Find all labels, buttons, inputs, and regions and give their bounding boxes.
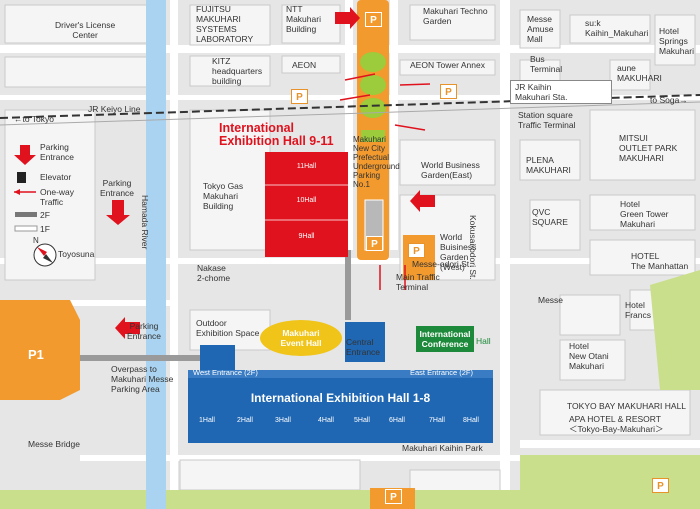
label-parking-entrance-1: Parking Entrance <box>100 178 135 198</box>
hall-2: 2Hall <box>237 417 253 424</box>
parking-icon-park: P <box>652 478 669 493</box>
label-parking-entrance-2: Parking Entrance <box>127 321 162 341</box>
legend-1f: 1F <box>40 224 50 234</box>
hall-1-8-block <box>188 322 493 443</box>
label-amuse-mall: Messe Amuse Mall <box>527 14 554 44</box>
parking-icon-bus: P <box>440 84 457 99</box>
hall-10: 10Hall <box>296 197 317 204</box>
hall-11: 11Hall <box>296 163 317 170</box>
hall-3: 3Hall <box>275 417 291 424</box>
label-francs: Hotel Francs <box>625 300 651 320</box>
label-techno-garden: Makuhari Techno Garden <box>423 6 488 26</box>
hall-1: 1Hall <box>199 417 215 424</box>
label-central-entrance: Central Entrance <box>346 337 381 357</box>
label-manhattan: HOTEL The Manhattan <box>631 251 689 271</box>
label-toyosuna: Toyosuna <box>58 249 95 259</box>
label-wbg-east: World Business Garden(East) <box>421 160 480 180</box>
label-plena: PLENA MAKUHARI <box>526 155 571 175</box>
label-drivers-license: Driver's License Center <box>55 20 116 40</box>
label-kitz: KITZ headquarters building <box>212 56 263 86</box>
label-overpass: Overpass to Makuhari Messe Parking Area <box>111 364 174 394</box>
label-conference-hall: Hall <box>476 336 491 346</box>
label-tokyo-bay-hall: TOKYO BAY MAKUHARI HALL <box>567 401 687 411</box>
hall-8: 8Hall <box>463 417 479 424</box>
label-aeon: AEON <box>292 60 317 70</box>
hall-4: 4Hall <box>318 417 334 424</box>
label-west-entrance: West Entrance (2F) <box>193 368 258 377</box>
p1-area <box>0 300 80 400</box>
label-tokyo-gas: Tokyo Gas Makuhari Building <box>203 181 244 211</box>
label-messe: Messe <box>538 295 564 305</box>
hall-6: 6Hall <box>389 417 405 424</box>
label-wbg-west: World Buisiness Garden (West) <box>440 232 477 272</box>
hamada-river <box>146 0 166 509</box>
label-fujitsu: FUJITSU MAKUHARI SYSTEMS LABORATORY <box>196 4 254 44</box>
label-main-traffic: Main Traffic Terminal <box>396 272 440 292</box>
parking-icon-bottom: P <box>385 489 402 504</box>
label-suk: su:k Kaihin_Makuhari <box>585 18 649 38</box>
label-aeon-annex: AEON Tower Annex <box>410 60 485 70</box>
label-east-entrance: East Entrance (2F) <box>410 368 473 377</box>
parking-icon-wbg: P <box>408 243 425 258</box>
p1-label: P1 <box>28 347 44 362</box>
compass-icon <box>33 243 57 267</box>
label-station-square: Station square Traffic Terminal <box>518 110 576 130</box>
label-keiyo-line: JR Keiyo Line <box>88 104 141 114</box>
label-mitsui: MITSUI OUTLET PARK MAKUHARI <box>619 133 678 163</box>
label-messe-bridge: Messe Bridge <box>28 439 80 449</box>
legend-elevator: Elevator <box>40 172 72 182</box>
label-hamada-river: Hamada River <box>140 195 150 250</box>
legend-2f: 2F <box>40 210 50 220</box>
parking-icon-ntt: P <box>365 12 382 27</box>
hall-9-11-block <box>265 152 348 257</box>
label-kaihin-park: Makuhari Kaihin Park <box>402 443 483 453</box>
label-messe-odori: Messe-odori St. <box>412 259 472 269</box>
hall-5: 5Hall <box>354 417 370 424</box>
label-new-otani: Hotel New Otani Makuhari <box>569 341 609 371</box>
label-aune: aune MAKUHARI <box>617 63 662 83</box>
parking-icon-aeon: P <box>291 89 308 104</box>
legend-one-way: One-way Traffic <box>40 187 75 207</box>
label-new-city-parking: Makuhari New City Prefectual Underground… <box>353 135 400 189</box>
label-apa-hotel: APA HOTEL & RESORT ＜Tokyo-Bay-Makuhari＞ <box>569 414 664 434</box>
label-ntt: NTT Makuhari Building <box>286 4 321 34</box>
label-outdoor-space: Outdoor Exhibition Space <box>196 318 260 338</box>
label-green-tower: Hotel Green Tower Makuhari <box>620 199 669 229</box>
event-hall: Makuhari Event Hall <box>260 320 342 356</box>
label-to-soga: to Soga→ <box>650 95 688 105</box>
title-hall-9-11: International Exhibition Hall 9-11 <box>219 121 334 148</box>
label-qvc: QVC SQUARE <box>532 207 568 227</box>
parking-icon-underground: P <box>366 236 383 251</box>
label-jr-kaihin: JR Kaihin Makuhari Sta. <box>510 80 612 104</box>
label-bus-terminal: Bus Terminal <box>530 54 563 74</box>
hall-7: 7Hall <box>429 417 445 424</box>
label-to-tokyo: ←to Tokyo <box>14 114 55 124</box>
intl-conference: International Conference <box>416 326 474 352</box>
hall-9: 9Hall <box>298 233 315 240</box>
label-springs: Hotel Springs Makuhari <box>659 26 694 56</box>
legend-parking-entrance: Parking Entrance <box>40 142 75 162</box>
label-nakase: Nakase 2-chome <box>197 263 231 283</box>
compass-north: N <box>33 236 39 245</box>
title-hall-1-8: International Exhibition Hall 1-8 <box>250 391 431 405</box>
